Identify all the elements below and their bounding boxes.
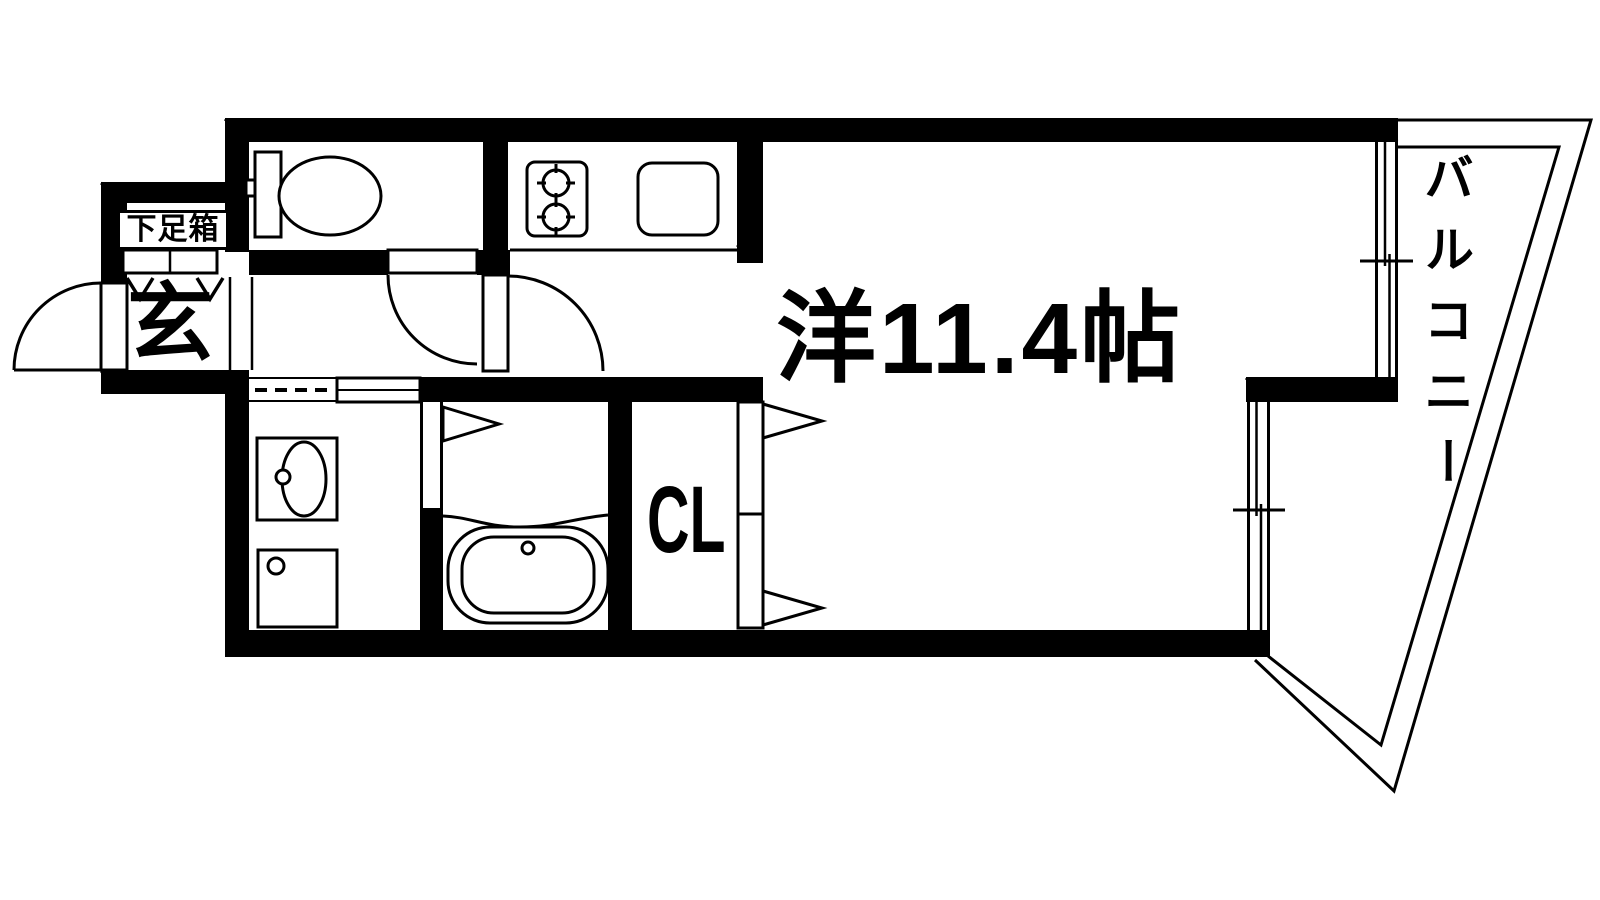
bath-floor-edge <box>442 513 609 529</box>
toilet-icon <box>244 150 383 239</box>
balcony-railing-icon <box>1253 118 1594 794</box>
genkan-step <box>228 277 254 370</box>
wall-kitchen-right <box>737 142 763 263</box>
sliding-window-lower-icon <box>1233 402 1285 630</box>
wall-toilet-bottom-a <box>249 250 388 275</box>
closet-label: CL <box>647 467 726 573</box>
shoe-cabinet-icon <box>121 248 219 275</box>
walls <box>101 118 1398 657</box>
balcony-outer-line <box>1253 118 1594 794</box>
shoe-cabinet-label: 下足箱 <box>117 210 229 250</box>
closet-bifold-doors-icon <box>736 400 828 630</box>
wall-bottom <box>225 630 1270 657</box>
room-door-icon <box>481 273 605 373</box>
shoe-cabinet-v-marks <box>125 277 225 303</box>
wall-corridor-south <box>418 377 763 402</box>
wall-entrance-top <box>101 182 225 203</box>
kitchen-sink-icon <box>510 161 737 252</box>
wall-washroom-left <box>225 370 249 657</box>
wall-bath-right <box>608 402 632 630</box>
corner-miters <box>100 117 1399 657</box>
bathtub-icon <box>442 513 610 625</box>
wall-entrance-bottom <box>101 370 225 394</box>
sliding-window-upper-icon <box>1360 142 1413 377</box>
toilet-door-icon <box>386 248 479 366</box>
entrance-door-icon <box>12 281 129 372</box>
vanity-sink-icon <box>255 436 339 522</box>
wall-bath-left-lower <box>420 508 443 630</box>
entrance-label: 玄 <box>127 276 213 372</box>
balcony-inner-line <box>1267 145 1562 748</box>
wall-top <box>225 118 1398 142</box>
wall-right-band <box>1246 377 1398 402</box>
kitchen-stove-icon <box>525 160 589 238</box>
main-room-label: 洋11.4帖 <box>776 283 1184 395</box>
sliding-door-icon <box>249 376 422 404</box>
wall-toilet-bottom-b <box>477 250 510 275</box>
wall-kitchen-left <box>483 142 508 252</box>
bathroom-folding-door-icon <box>420 402 505 508</box>
balcony-label: バルコニー <box>1417 152 1473 507</box>
washing-machine-pan-icon <box>256 548 339 629</box>
